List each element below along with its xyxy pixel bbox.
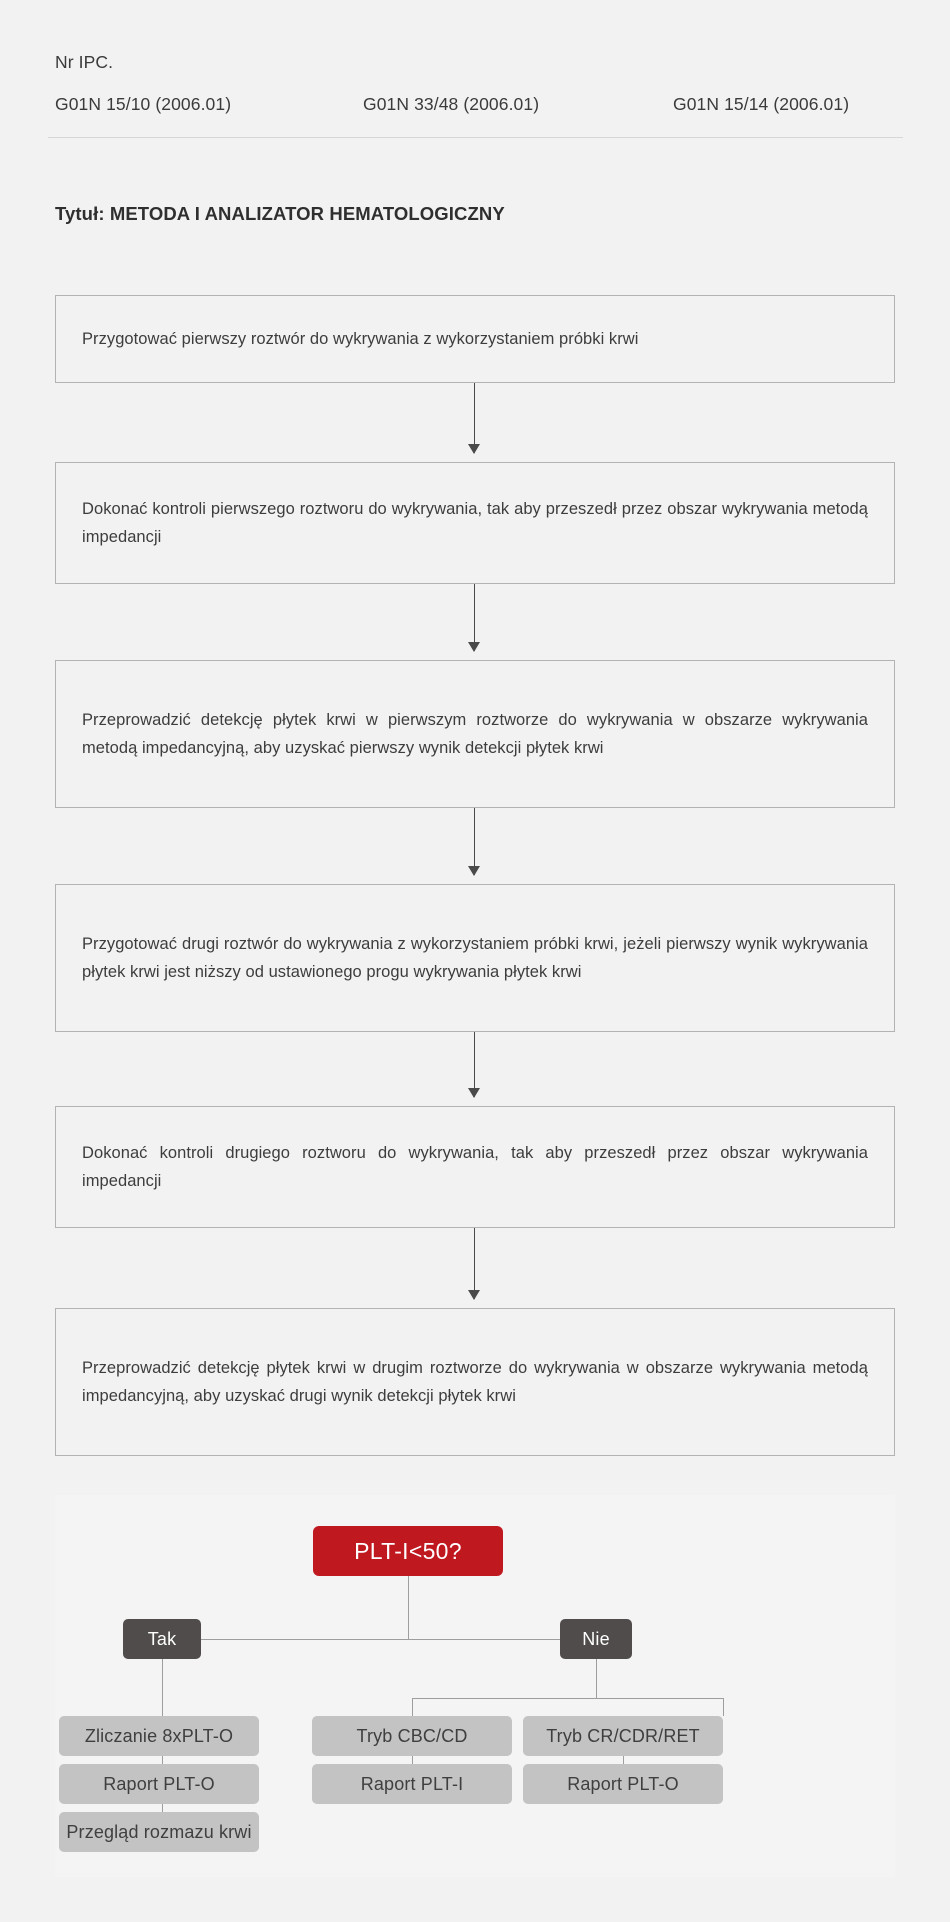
ipc-code-list: G01N 15/10 (2006.01) G01N 33/48 (2006.01…	[55, 94, 895, 116]
decision-node-plt[interactable]: PLT-I<50?	[313, 1526, 503, 1576]
tree-line-yes-1-to-2	[162, 1756, 163, 1764]
flow-arrow-1-to-2	[468, 383, 480, 454]
result-node-raport-plt-o-right[interactable]: Raport PLT-O	[523, 1764, 723, 1804]
flow-arrow-4-to-5	[468, 1032, 480, 1098]
tree-line-cr-1-to-2	[623, 1756, 624, 1764]
tree-line-branch-bus	[201, 1639, 560, 1640]
flow-step-5: Dokonać kontroli drugiego roztworu do wy…	[55, 1106, 895, 1228]
flow-step-1: Przygotować pierwszy roztwór do wykrywan…	[55, 295, 895, 383]
ipc-label: Nr IPC.	[55, 52, 114, 72]
decision-tree-panel: PLT-I<50? Tak Nie Zliczanie 8xPLT-O Rapo…	[55, 1495, 895, 1877]
flow-step-2: Dokonać kontroli pierwszego roztworu do …	[55, 462, 895, 584]
tree-line-yes-stem	[162, 1659, 163, 1716]
branch-label-no[interactable]: Nie	[560, 1619, 632, 1659]
ipc-code-1: G01N 15/10 (2006.01)	[55, 94, 232, 114]
ipc-code-2: G01N 33/48 (2006.01)	[363, 94, 540, 114]
tree-line-no-stem	[596, 1659, 597, 1698]
flow-arrow-2-to-3	[468, 584, 480, 652]
result-node-raport-plt-i[interactable]: Raport PLT-I	[312, 1764, 512, 1804]
result-node-raport-plt-o-yes[interactable]: Raport PLT-O	[59, 1764, 259, 1804]
flow-step-6-text: Przeprowadzić detekcję płytek krwi w dru…	[82, 1358, 868, 1405]
result-node-tryb-cbc-cd[interactable]: Tryb CBC/CD	[312, 1716, 512, 1756]
ipc-header: Nr IPC. G01N 15/10 (2006.01) G01N 33/48 …	[55, 52, 895, 116]
result-node-zliczanie-8xplt-o[interactable]: Zliczanie 8xPLT-O	[59, 1716, 259, 1756]
flow-step-1-text: Przygotować pierwszy roztwór do wykrywan…	[82, 329, 639, 348]
flow-step-5-text: Dokonać kontroli drugiego roztworu do wy…	[82, 1143, 868, 1190]
flow-step-4: Przygotować drugi roztwór do wykrywania …	[55, 884, 895, 1032]
ipc-code-3: G01N 15/14 (2006.01)	[673, 94, 850, 114]
tree-line-cbc-1-to-2	[412, 1756, 413, 1764]
tree-line-no-split-right	[723, 1698, 724, 1716]
result-node-tryb-cr-cdr-ret[interactable]: Tryb CR/CDR/RET	[523, 1716, 723, 1756]
flow-step-3: Przeprowadzić detekcję płytek krwi w pie…	[55, 660, 895, 808]
header-divider	[48, 137, 903, 138]
flow-step-2-text: Dokonać kontroli pierwszego roztworu do …	[82, 499, 868, 546]
flow-arrow-5-to-6	[468, 1228, 480, 1300]
tree-line-yes-2-to-3	[162, 1804, 163, 1812]
tree-line-no-split-left	[412, 1698, 413, 1716]
branch-label-yes[interactable]: Tak	[123, 1619, 201, 1659]
page-title: Tytuł: METODA I ANALIZATOR HEMATOLOGICZN…	[55, 203, 505, 224]
tree-line-decision-stem	[408, 1576, 409, 1639]
flow-step-3-text: Przeprowadzić detekcję płytek krwi w pie…	[82, 710, 868, 757]
flow-step-4-text: Przygotować drugi roztwór do wykrywania …	[82, 934, 868, 981]
result-node-przeglad-rozmazu-krwi[interactable]: Przegląd rozmazu krwi	[59, 1812, 259, 1852]
flow-step-6: Przeprowadzić detekcję płytek krwi w dru…	[55, 1308, 895, 1456]
flow-arrow-3-to-4	[468, 808, 480, 876]
tree-line-no-split-bus	[412, 1698, 724, 1699]
